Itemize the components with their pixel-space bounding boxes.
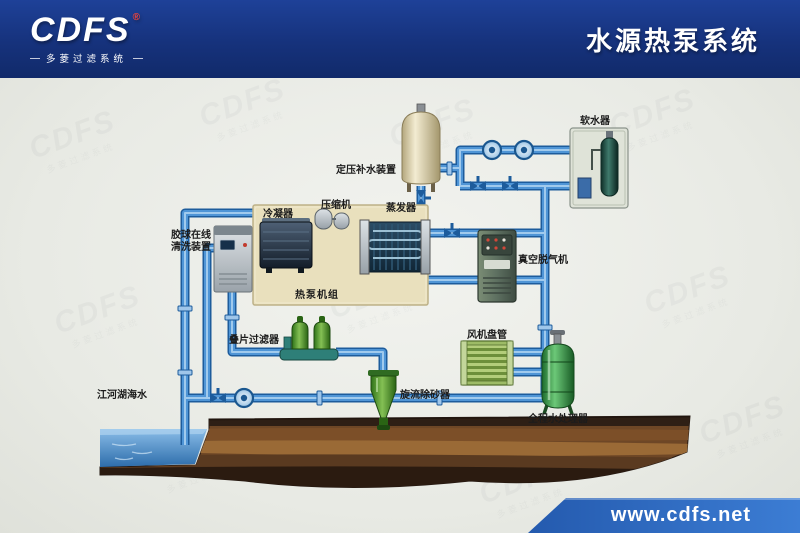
label-cyclone-desander: 旋流除砂器 [400,390,450,401]
diagram-canvas [99,103,691,488]
brand-logo-subtitle: 多菱过滤系统 [30,51,143,65]
vacuum-degasser-unit [477,229,517,303]
header-bar: CDFS® 多菱过滤系统 水源热泵系统 [0,0,800,78]
website-url: www.cdfs.net [610,504,752,526]
label-compressor: 压缩机 [321,200,351,211]
brand-logo: CDFS® 多菱过滤系统 [30,11,143,66]
evaporator-unit [359,219,431,275]
page-title: 水源热泵系统 [585,25,760,56]
label-condenser: 冷凝器 [263,209,293,220]
pipe-fittings [177,161,553,406]
label-water-source: 江河湖海水 [97,390,147,401]
expansion-tank [401,103,441,192]
label-softener: 软水器 [580,116,610,127]
registered-mark-icon: ® [132,12,142,23]
condenser-unit [259,218,313,273]
water-processor-tank [541,330,575,415]
label-disc-filter: 叠片过滤器 [229,335,279,346]
compressor-unit [314,208,350,230]
disc-filter-unit [279,316,339,361]
cyclone-desander-unit [368,370,399,430]
footer-ribbon: www.cdfs.net [528,498,800,533]
label-heat-pump-unit: 热泵机组 [295,290,339,301]
label-vacuum-degasser: 真空脱气机 [518,255,568,266]
brand-logo-text: CDFS® [30,11,142,49]
label-fan-coil: 风机盘管 [467,330,507,341]
label-ball-cleaner: 胶球在线清洗装置 [171,230,211,253]
fan-coil-unit-box [460,340,514,386]
label-evaporator: 蒸发器 [386,203,416,214]
label-expansion-tank: 定压补水装置 [336,165,396,176]
label-water-processor: 全程水处理器 [528,414,588,425]
ball-cleaning-device [213,225,253,293]
water-body [100,429,207,467]
water-softener-unit [569,127,629,209]
